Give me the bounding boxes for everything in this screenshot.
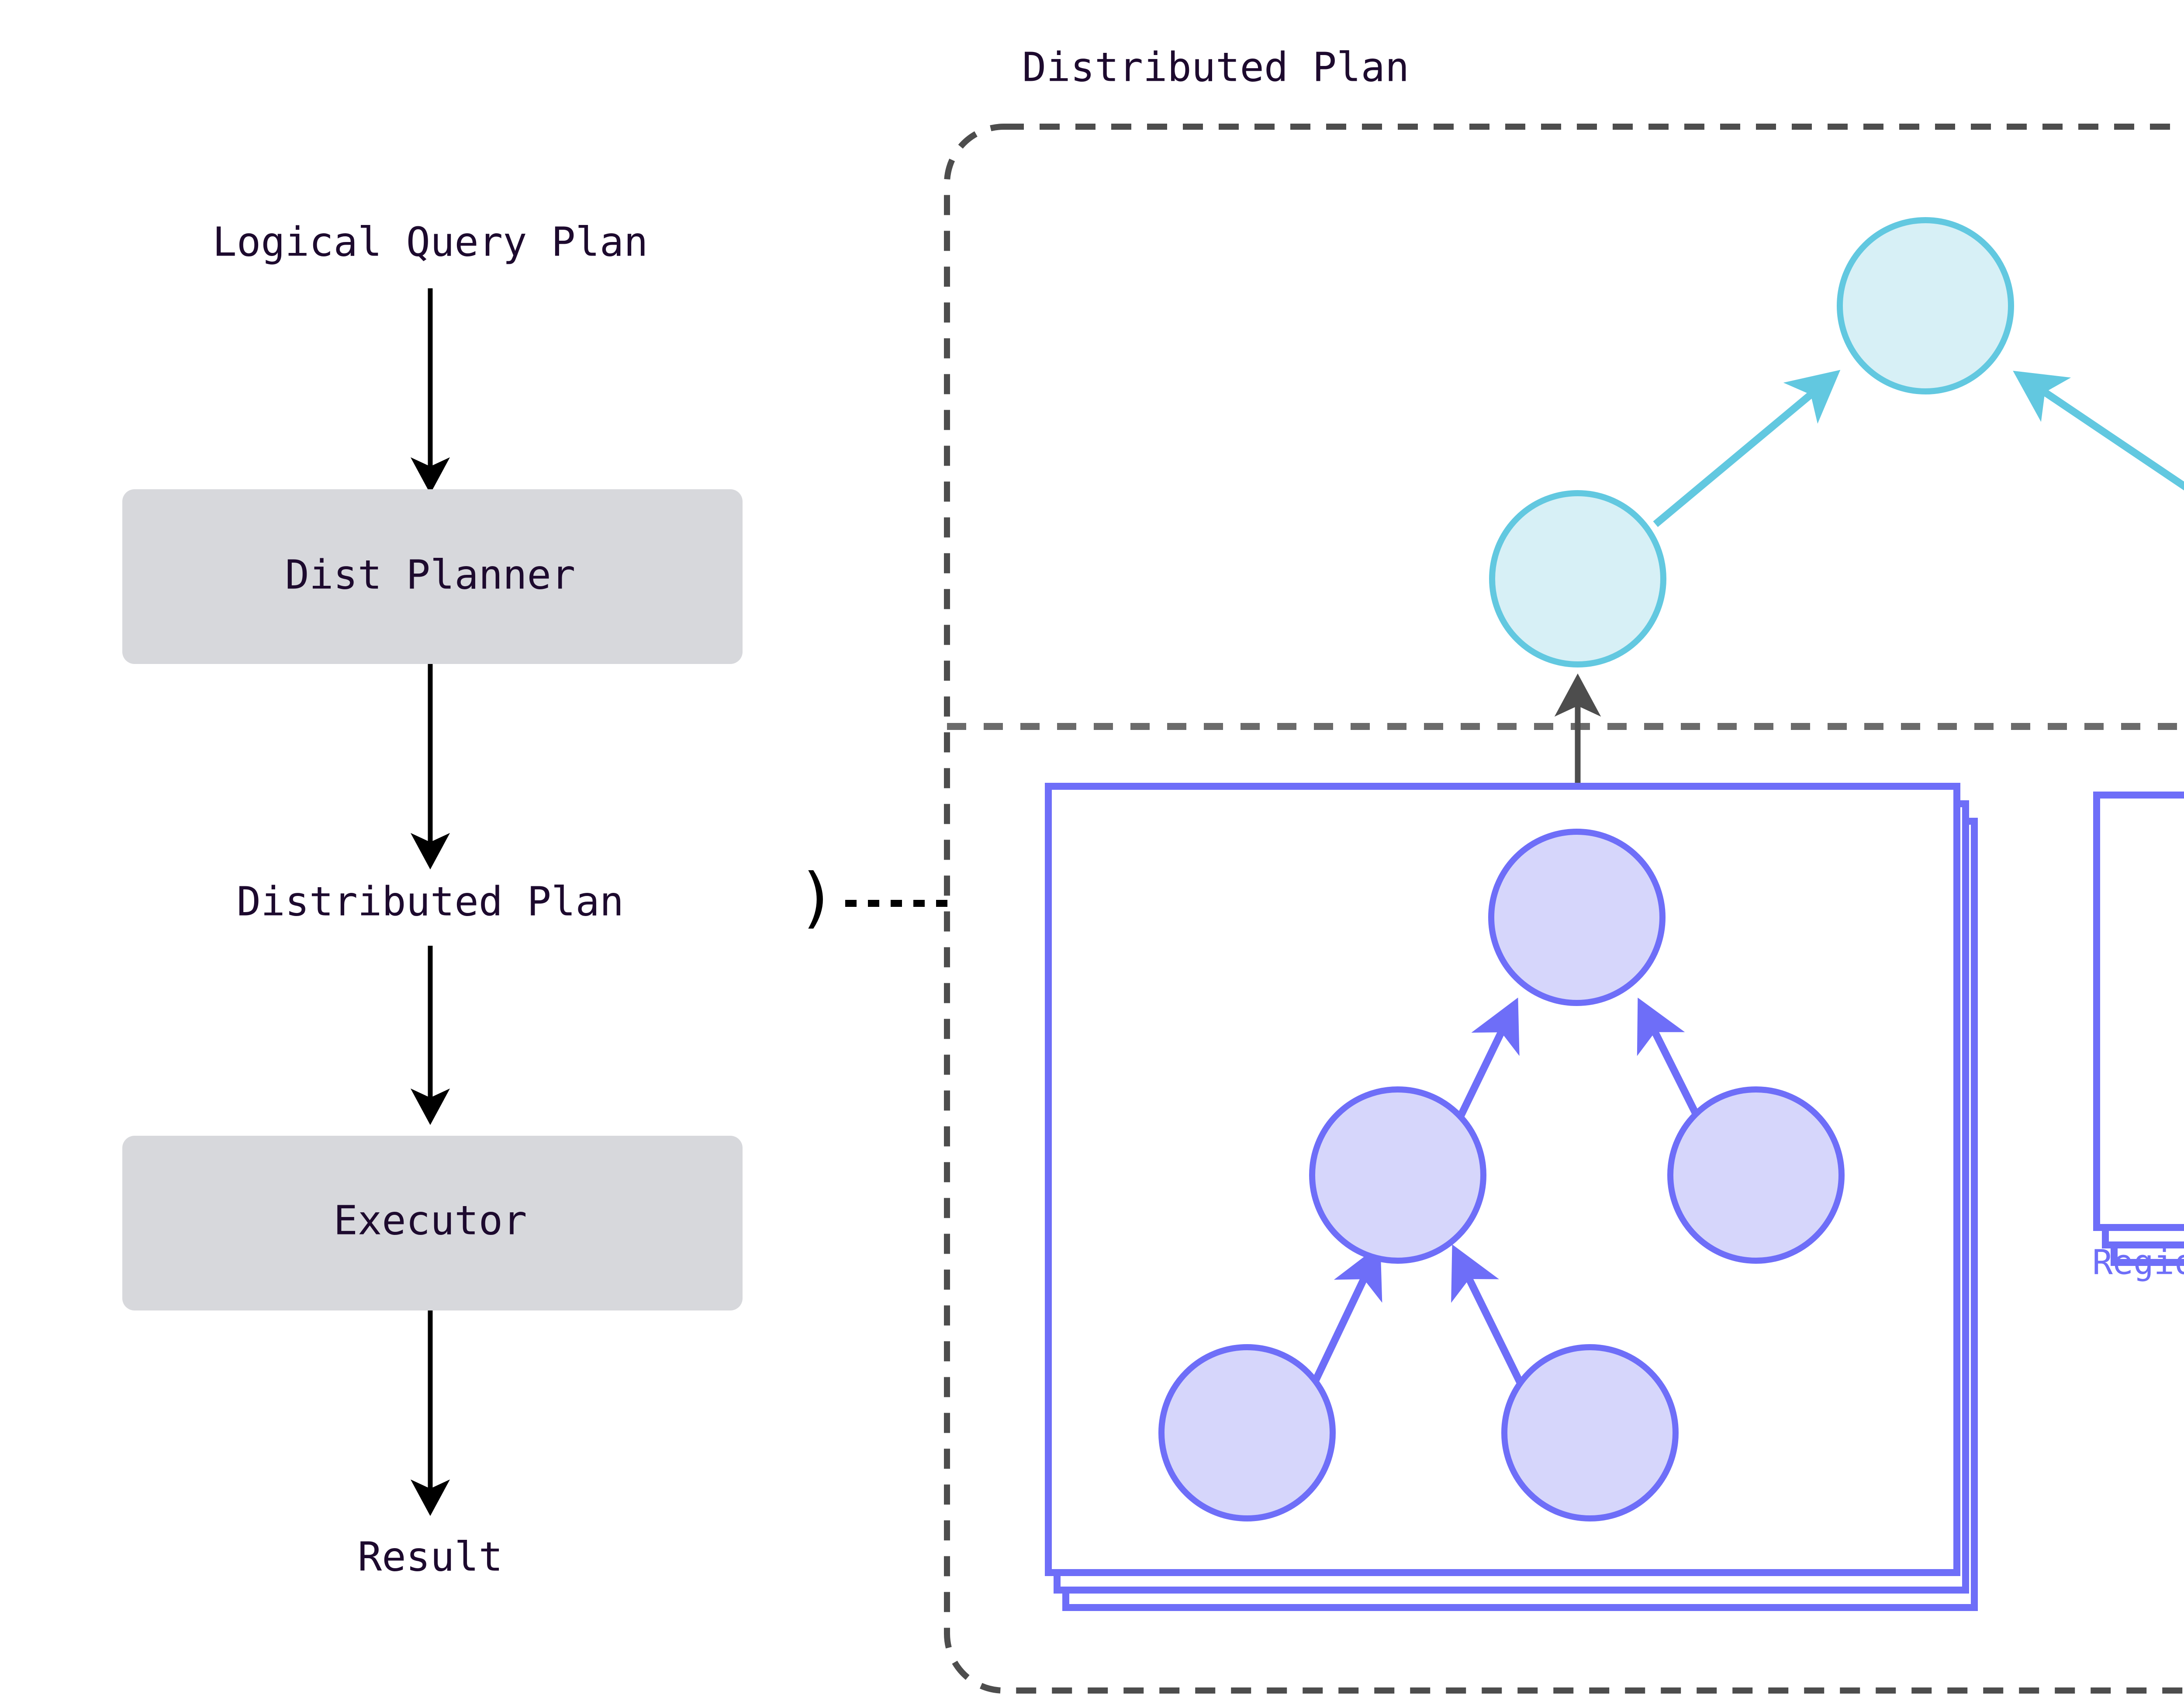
frontend-node-root[interactable]: [1837, 217, 2014, 394]
left-region-node-leaf-right[interactable]: [1501, 1344, 1679, 1521]
dist-planner-label: Dist Planner: [285, 551, 576, 598]
dist-planner-box[interactable]: [122, 489, 743, 664]
pipeline-start-label: Logical Query Plan: [213, 218, 648, 265]
right-region-stack-front[interactable]: [2093, 792, 2184, 1231]
result-label: Result: [358, 1533, 503, 1580]
distributed-plan-label: Distributed Plan: [237, 878, 624, 925]
frontend-node-left[interactable]: [1489, 490, 1666, 667]
left-region-node-mid-left[interactable]: [1309, 1086, 1486, 1264]
cyan-edge-right-to-root: [2013, 370, 2184, 491]
distributed-plan-container-title: Distributed Plan: [1022, 44, 1409, 90]
purple-edge-r3-to-l2: [1451, 1244, 1528, 1393]
executor-label: Executor: [333, 1197, 527, 1244]
distributed-plan-container: [944, 124, 2184, 1694]
regions-label: Regions: [2092, 1243, 2184, 1282]
executor-box[interactable]: [122, 1136, 743, 1310]
left-region-node-leaf-left[interactable]: [1158, 1344, 1336, 1521]
purple-edge-l3-to-l2: [1307, 1244, 1382, 1393]
left-region-node-mid-right[interactable]: [1667, 1086, 1845, 1264]
right-paren-brace-icon: ): [797, 860, 836, 936]
cyan-edge-left-to-root: [1653, 370, 1841, 527]
left-region-node-root[interactable]: [1488, 829, 1666, 1006]
